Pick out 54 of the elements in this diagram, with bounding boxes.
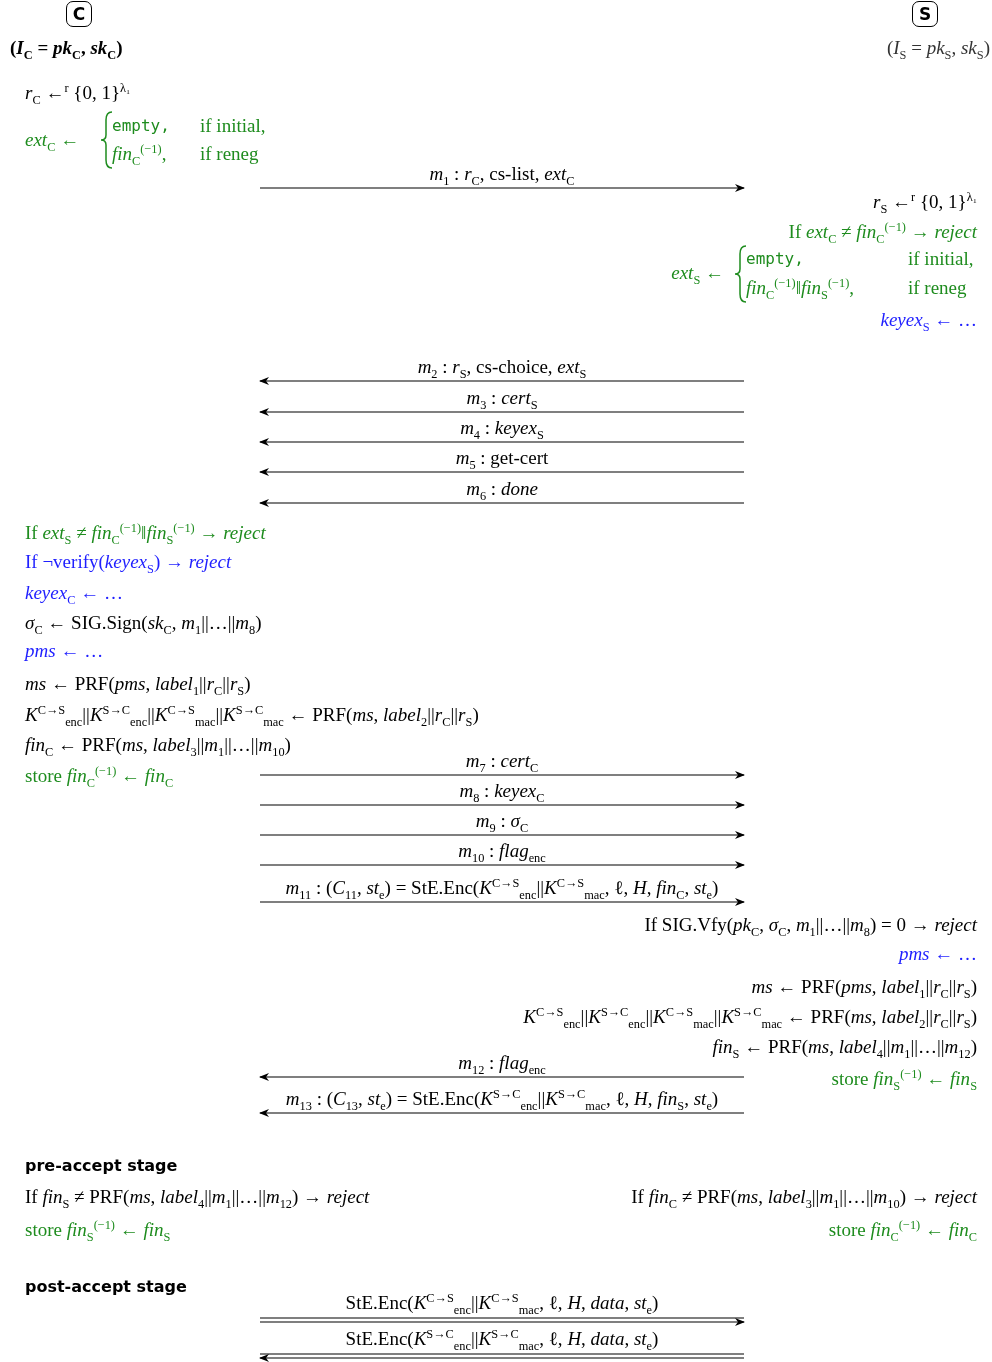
computation-text: store fin$_{S}$$^{(−1)}$ ← fin$_{S}$ bbox=[25, 1219, 171, 1241]
computation-text: store fin$_{S}$$^{(−1)}$ ← fin$_{S}$ bbox=[831, 1068, 977, 1090]
message-label: m$_{7}$ : cert$_{C}$ bbox=[465, 750, 539, 772]
message-label: m$_{11}$ : (C$_{11}$, st$_{e}$) = StE.Enc(K$^{C→S}$$_{enc}$||K$^{C→S}$$_{mac}$, ℓ, H, fin$_{C}$, st$_{e}$) bbox=[285, 877, 719, 899]
computation-text: pms ← … bbox=[898, 943, 977, 965]
message-label: m$_{3}$ : cert$_{S}$ bbox=[466, 387, 538, 409]
message-label: m$_{10}$ : flag$_{enc}$ bbox=[458, 840, 546, 862]
computation-text: pms ← … bbox=[25, 640, 104, 662]
computation-text: keyex$_{C}$ ← … bbox=[25, 582, 123, 604]
computation-text: if reneg bbox=[200, 143, 259, 165]
computation-text: if initial, bbox=[200, 115, 266, 137]
message-label: m$_{5}$ : get-cert bbox=[455, 447, 549, 469]
computation-text: ext$_{C}$ ← bbox=[25, 129, 80, 151]
party-keys: (I$_{S}$ = pk$_{S}$, sk$_{S}$) bbox=[886, 37, 990, 59]
computation-text: ext$_{S}$ ← bbox=[671, 262, 724, 284]
party-box: S bbox=[912, 1, 938, 27]
message-label: m$_{1}$ : r$_{C}$, cs-list, ext$_{C}$ bbox=[429, 163, 575, 185]
computation-text: ms ← PRF(pms, label$_{1}$||r$_{C}$||r$_{S}$) bbox=[25, 673, 251, 695]
computation-text: if reneg bbox=[908, 277, 967, 299]
message-label: m$_{13}$ : (C$_{13}$, st$_{e}$) = StE.Enc(K$^{S→C}$$_{enc}$||K$^{S→C}$$_{mac}$, ℓ, H, fin$_{S}$, st$_{e}$) bbox=[285, 1088, 719, 1110]
computation-text: If ¬verify(keyex$_{S}$) → reject bbox=[25, 551, 232, 573]
computation-text: K$^{C→S}$$_{enc}$||K$^{S→C}$$_{enc}$||K$^{C→S}$$_{mac}$||K$^{S→C}$$_{mac}$ ← PRF(ms, label$_{2}$||r$_{C}$||r$_{S}$) bbox=[523, 1006, 977, 1028]
computation-text: r$_{S}$ ←$^{r}$ {0, 1}$^{λ₁}$ bbox=[873, 191, 977, 213]
message-label: m$_{12}$ : flag$_{enc}$ bbox=[458, 1052, 546, 1074]
computation-text: fin$_{C}$$^{(−1)}$‖fin$_{S}$$^{(−1)}$, bbox=[746, 277, 855, 299]
computation-text: keyex$_{S}$ ← … bbox=[880, 309, 977, 331]
computation-text: σ$_{C}$ ← SIG.Sign(sk$_{C}$, m$_{1}$||…||m$_{8}$) bbox=[25, 612, 262, 634]
computation-text: If ext$_{C}$ ≠ fin$_{C}$$^{(−1)}$ → reject bbox=[788, 221, 977, 243]
computation-text: If fin$_{C}$ ≠ PRF(ms, label$_{3}$||m$_{1}$||…||m$_{10}$) → reject bbox=[631, 1186, 977, 1208]
computation-text: empty, bbox=[112, 115, 170, 137]
party-box: C bbox=[66, 1, 92, 27]
message-label: m$_{4}$ : keyex$_{S}$ bbox=[460, 417, 544, 439]
message-label: m$_{6}$ : done bbox=[466, 478, 538, 500]
message-label: m$_{2}$ : r$_{S}$, cs-choice, ext$_{S}$ bbox=[417, 356, 587, 378]
computation-text: r$_{C}$ ←$^{r}$ {0, 1}$^{λ₁}$ bbox=[25, 82, 131, 104]
computation-text: If SIG.Vfy(pk$_{C}$, σ$_{C}$, m$_{1}$||…||m$_{8}$) = 0 → reject bbox=[644, 914, 977, 936]
message-label: StE.Enc(K$^{S→C}$$_{enc}$||K$^{S→C}$$_{mac}$, ℓ, H, data, st$_{e}$) bbox=[345, 1328, 659, 1350]
computation-text: K$^{C→S}$$_{enc}$||K$^{S→C}$$_{enc}$||K$^{C→S}$$_{mac}$||K$^{S→C}$$_{mac}$ ← PRF(ms, label$_{2}$||r$_{C}$||r$_{S}$) bbox=[25, 704, 479, 726]
message-label: StE.Enc(K$^{C→S}$$_{enc}$||K$^{C→S}$$_{mac}$, ℓ, H, data, st$_{e}$) bbox=[345, 1292, 659, 1314]
computation-text: if initial, bbox=[908, 248, 974, 270]
computation-text: If ext$_{S}$ ≠ fin$_{C}$$^{(−1)}$‖fin$_{S}$$^{(−1)}$ → reject bbox=[25, 522, 266, 544]
computation-text: If fin$_{S}$ ≠ PRF(ms, label$_{4}$||m$_{1}$||…||m$_{12}$) → reject bbox=[25, 1186, 370, 1208]
computation-text: empty, bbox=[746, 248, 804, 270]
message-label: m$_{8}$ : keyex$_{C}$ bbox=[459, 780, 545, 802]
computation-text: store fin$_{C}$$^{(−1)}$ ← fin$_{C}$ bbox=[25, 765, 174, 787]
message-label: m$_{9}$ : σ$_{C}$ bbox=[475, 810, 529, 832]
computation-text: fin$_{S}$ ← PRF(ms, label$_{4}$||m$_{1}$||…||m$_{12}$) bbox=[712, 1036, 977, 1058]
section-heading: pre-accept stage bbox=[25, 1155, 178, 1177]
computation-text: fin$_{C}$ ← PRF(ms, label$_{3}$||m$_{1}$||…||m$_{10}$) bbox=[25, 734, 291, 756]
computation-text: fin$_{C}$$^{(−1)}$, bbox=[112, 143, 167, 165]
party-keys: (I$_{C}$ = pk$_{C}$, sk$_{C}$) bbox=[10, 37, 123, 59]
computation-text: ms ← PRF(pms, label$_{1}$||r$_{C}$||r$_{S}$) bbox=[751, 976, 977, 998]
section-heading: post-accept stage bbox=[25, 1276, 187, 1298]
computation-text: store fin$_{C}$$^{(−1)}$ ← fin$_{C}$ bbox=[828, 1219, 977, 1241]
